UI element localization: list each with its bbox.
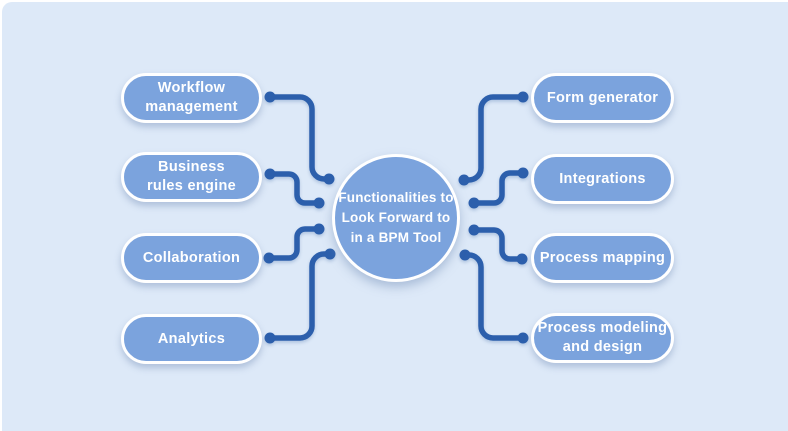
node-process-modeling-design: Process modeling and design (531, 313, 674, 363)
node-analytics-label: Analytics (157, 330, 226, 347)
connector-collaboration (269, 226, 319, 261)
node-workflow-management-label: Workflow management (145, 80, 238, 115)
connector-endpoint-dot (516, 253, 528, 265)
node-workflow-management: Workflow management (121, 73, 262, 123)
connector-endpoint-dot (517, 91, 529, 103)
connector-endpoint-dot (263, 252, 275, 264)
connector-business-rules-engine (270, 171, 319, 206)
node-collaboration-label: Collaboration (142, 249, 241, 266)
connector-integrations (474, 170, 523, 206)
connector-endpoint-dot (264, 91, 276, 103)
node-integrations: Integrations (531, 154, 674, 204)
node-form-generator-label: Form generator (546, 89, 659, 106)
connector-analytics (270, 251, 330, 341)
connector-process-mapping (474, 227, 522, 262)
node-process-mapping-label: Process mapping (539, 249, 666, 266)
connector-endpoint-dot (517, 332, 529, 344)
connector-endpoint-dot (468, 197, 480, 209)
center-node-bpm-functionalities: Functionalities to Look Forward to in a … (332, 154, 460, 282)
node-form-generator: Form generator (531, 73, 674, 123)
connector-endpoint-dot (468, 224, 480, 236)
connector-endpoint-dot (459, 249, 471, 261)
connector-endpoint-dot (324, 248, 336, 260)
connector-endpoint-dot (313, 197, 325, 209)
connector-endpoint-dot (323, 173, 335, 185)
node-integrations-label: Integrations (559, 170, 646, 187)
node-process-mapping: Process mapping (531, 233, 674, 283)
center-node-label: Functionalities to Look Forward to in a … (338, 190, 454, 245)
connector-endpoint-dot (313, 223, 325, 235)
connector-workflow-management (270, 94, 329, 182)
connector-endpoint-dot (264, 168, 276, 180)
connector-endpoint-dot (458, 174, 470, 186)
node-analytics: Analytics (121, 314, 262, 364)
node-business-rules-engine: Business rules engine (121, 152, 262, 202)
node-collaboration: Collaboration (121, 233, 262, 283)
node-process-modeling-design-label: Process modeling and design (537, 320, 668, 355)
connector-endpoint-dots (263, 91, 529, 344)
node-business-rules-engine-label: Business rules engine (146, 159, 236, 194)
connector-endpoint-dot (264, 332, 276, 344)
connector-endpoint-dot (517, 167, 529, 179)
connector-form-generator (464, 94, 523, 183)
connector-process-modeling (465, 252, 523, 341)
